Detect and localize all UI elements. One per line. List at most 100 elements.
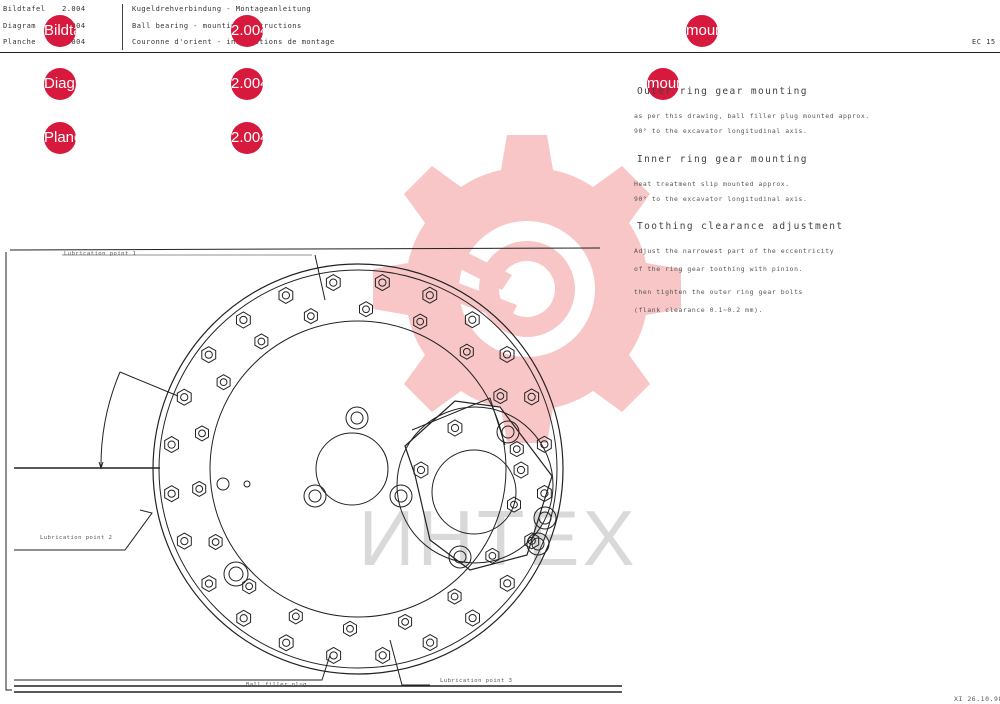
header-title-de: Kugeldrehverbindung - Montageanleitung — [132, 5, 312, 13]
bolt-hex — [413, 313, 428, 330]
bolt-hex — [464, 311, 480, 329]
bolt-hex — [303, 308, 318, 325]
badge-code-3[interactable]: 2.004 — [231, 122, 263, 154]
watermark-text: ИНТЕХ — [358, 494, 637, 582]
bolt-hole — [167, 489, 176, 498]
bolt-hole — [450, 592, 459, 601]
bolt-hole — [540, 489, 549, 498]
header-title-en: Ball bearing - mounting instructions — [132, 22, 302, 30]
bolt-hex — [278, 286, 294, 304]
callout-lube-point-2: Lubrication point 2 — [40, 535, 113, 541]
note-tooth-line3: then tighten the outer ring gear bolts — [634, 288, 804, 296]
bolt-hex — [536, 435, 552, 453]
bolt-hole — [219, 378, 228, 387]
page-ref: EC 15 — [972, 38, 996, 46]
bolt-hex — [524, 532, 540, 550]
bolt-hole — [167, 440, 176, 449]
bolt-hole — [378, 278, 387, 287]
bolt-hole — [195, 484, 204, 493]
header-rule — [0, 52, 1000, 53]
bolt-hole — [540, 440, 549, 449]
bolt-hole — [450, 423, 460, 433]
bolt-hole — [257, 337, 266, 346]
bolt-hole — [282, 638, 291, 647]
bolt-hole — [180, 537, 189, 546]
bolt-hole — [306, 312, 315, 320]
bolt-hole — [401, 618, 410, 626]
bolt-hex — [201, 346, 217, 364]
header-label-3: Planche — [3, 38, 37, 46]
bolt-hex — [485, 547, 500, 564]
footer-date: XI 26.10.98 — [954, 695, 1000, 703]
bolt-hex — [176, 532, 192, 550]
bolt-hole — [527, 392, 536, 401]
bolt-hole — [468, 315, 477, 324]
bolt-hole — [198, 429, 206, 438]
bolt-hex — [499, 574, 515, 592]
bolt-hex — [192, 480, 207, 497]
bolt-hole — [204, 350, 213, 359]
bolt-hex — [447, 419, 463, 437]
bolt-hex — [374, 274, 390, 292]
bolt-hole — [346, 624, 354, 633]
bolt-hole — [416, 465, 426, 475]
bolt-hex — [422, 286, 438, 304]
bolt-hex — [164, 436, 179, 454]
header-label-2: Diagram — [3, 22, 37, 30]
bolt-hex — [326, 646, 342, 664]
badge-diagram[interactable]: Diagram — [44, 68, 76, 100]
note-inner-heading: Inner ring gear mounting — [637, 154, 808, 165]
header-code-3: 2.004 — [62, 38, 86, 46]
bolt-hole — [378, 651, 387, 660]
bolt-hex — [524, 388, 540, 406]
bolt-hole — [362, 305, 370, 314]
bolt-hex — [359, 301, 373, 318]
bolt-hole — [281, 291, 290, 300]
badge-mounting-1[interactable]: mounting - — [686, 15, 718, 47]
bolt-hole — [329, 651, 338, 660]
bolt-hex — [176, 388, 192, 406]
callout-lube-point-3: Lubrication point 3 — [440, 678, 513, 684]
header-code-1: 2.004 — [62, 5, 86, 13]
bolt-hole — [329, 278, 338, 287]
bolt-hex — [413, 461, 429, 479]
badge-code-1[interactable]: 2.004 — [231, 15, 263, 47]
bolt-hex — [398, 613, 413, 630]
bolt-hex — [164, 485, 180, 503]
bolt-hex — [537, 484, 552, 502]
note-tooth-line4: (flank clearance 0.1~0.2 mm). — [634, 306, 763, 314]
badge-code-2[interactable]: 2.004 — [231, 68, 263, 100]
bolt-hex — [278, 634, 294, 652]
bolt-hex — [208, 533, 223, 551]
bolt-hex — [459, 343, 474, 360]
bolt-hole — [245, 582, 254, 591]
bolt-hole — [462, 347, 471, 356]
badge-mounting-2[interactable]: mounting — [647, 68, 679, 100]
bolt-hole — [488, 551, 497, 560]
header-label-1: Bildtafel — [3, 5, 46, 13]
bolt-hex — [195, 425, 209, 442]
badge-planche[interactable]: Planche — [44, 122, 76, 154]
bolt-hole — [510, 500, 518, 509]
bolt-hex — [343, 620, 357, 637]
bolt-hex — [325, 274, 341, 292]
note-inner-line1: Heat treatment slip mounted approx. — [634, 180, 790, 188]
badge-bildtafel[interactable]: Bildtafel — [44, 15, 76, 47]
bolt-hole — [180, 393, 189, 402]
header-title-fr: Couronne d'orient - instructions de mont… — [132, 38, 335, 46]
bolt-hex — [242, 578, 257, 595]
bolt-hex — [201, 575, 217, 593]
note-outer-line1: as per this drawing, ball filler plug mo… — [634, 112, 870, 120]
callout-ball-filler-plug: Ball filler plug — [246, 682, 307, 688]
note-inner-line2: 90° to the excavator longitudinal axis. — [634, 195, 808, 203]
bolt-hole — [516, 465, 526, 475]
bolt-hex — [493, 387, 508, 405]
note-outer-line2: 90° to the excavator longitudinal axis. — [634, 127, 808, 135]
bolt-hole — [211, 538, 220, 546]
bolt-hex — [375, 646, 391, 664]
bolt-hex — [288, 608, 303, 625]
bolt-hex — [422, 634, 438, 652]
bolt-hex — [509, 441, 524, 458]
